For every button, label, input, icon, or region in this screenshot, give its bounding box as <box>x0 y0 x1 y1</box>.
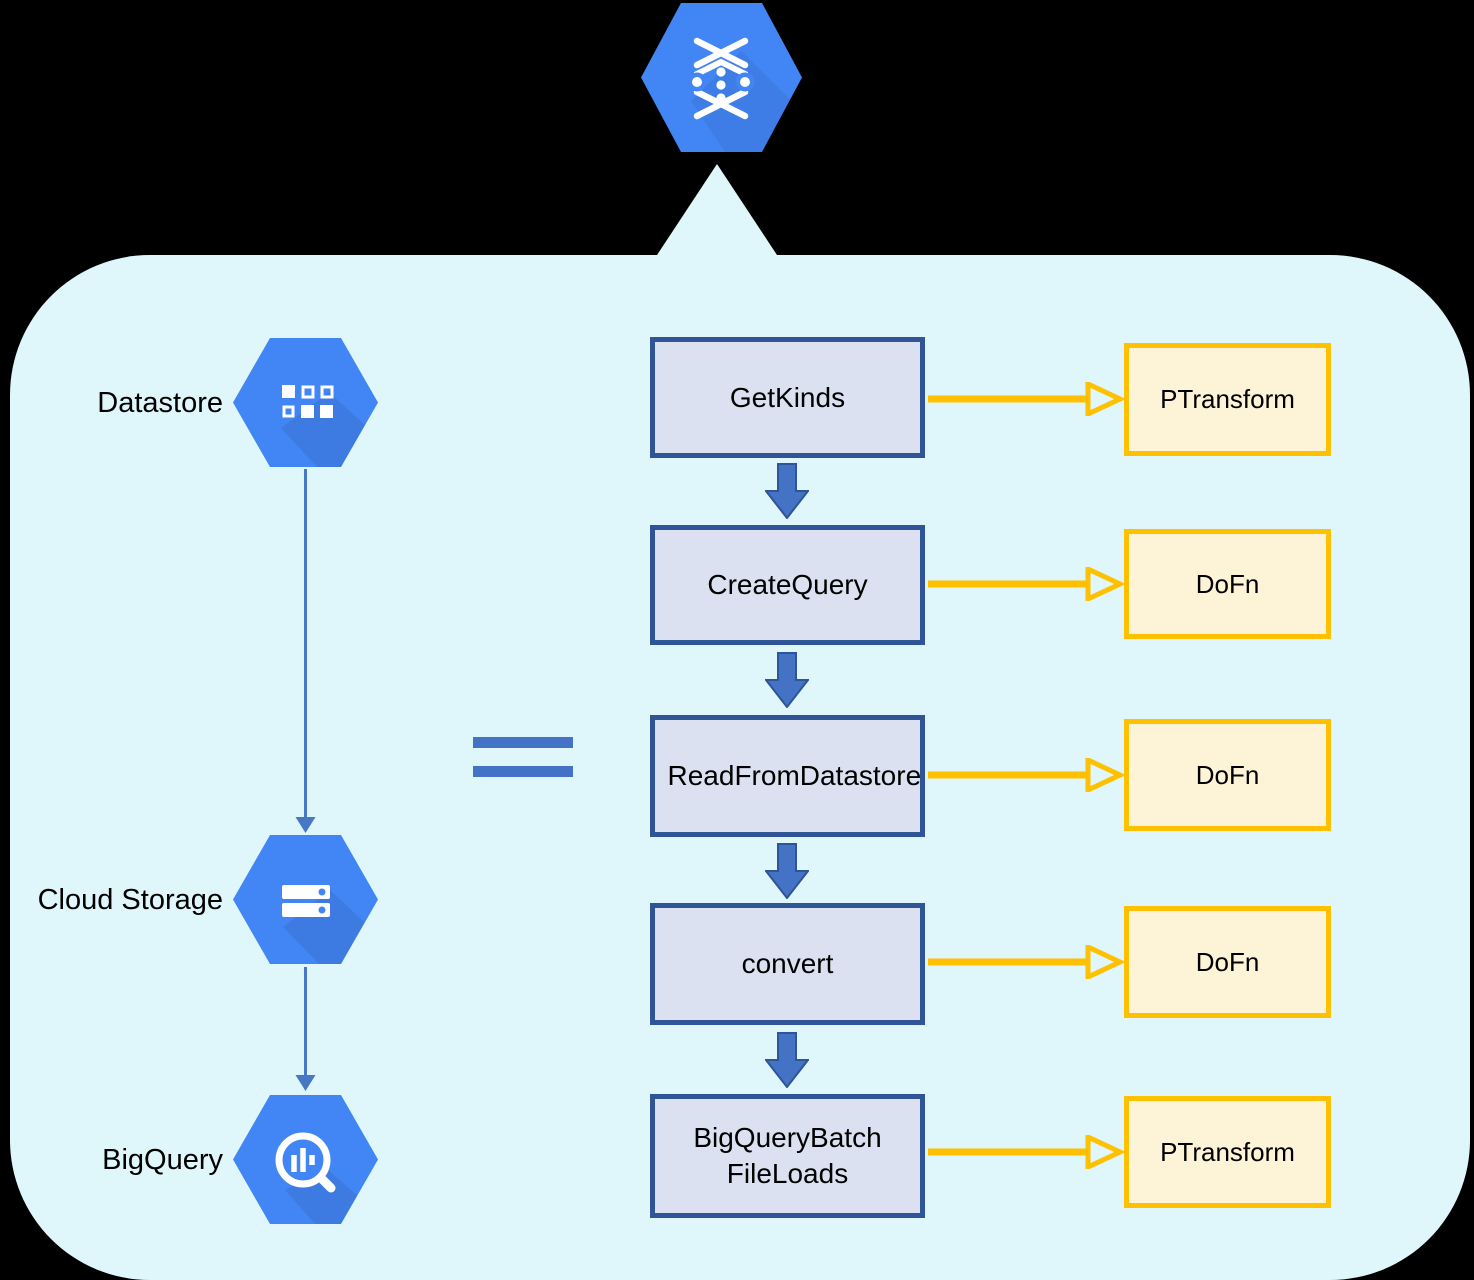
step-createquery: CreateQuery <box>650 525 925 645</box>
type-arrow-icon <box>928 758 1124 792</box>
type-dofn-2: DoFn <box>1124 719 1331 831</box>
type-ptransform-2: PTransform <box>1124 1096 1331 1208</box>
type-arrow-icon <box>928 1135 1124 1169</box>
type-label: DoFn <box>1195 946 1260 977</box>
connector-arrow-datastore-to-storage <box>295 469 316 833</box>
step-getkinds: GetKinds <box>650 337 925 458</box>
datastore-icon <box>233 338 378 467</box>
step-readfromdatastore: ReadFromDatastore <box>650 715 925 837</box>
equals-bar-bottom <box>473 766 573 777</box>
step-bigquerybatch-fileloads: BigQueryBatch FileLoads <box>650 1094 925 1218</box>
type-label: PTransform <box>1160 1136 1295 1167</box>
type-arrow-icon <box>928 945 1124 979</box>
panel-pointer-triangle <box>657 164 777 255</box>
equals-sign <box>473 737 573 777</box>
dataflow-icon <box>641 3 802 152</box>
equals-bar-top <box>473 737 573 748</box>
step-label: BigQueryBatch FileLoads <box>693 1122 882 1189</box>
block-arrow-down-icon <box>765 1032 809 1088</box>
type-dofn-3: DoFn <box>1124 906 1331 1018</box>
step-label: ReadFromDatastore <box>667 760 922 791</box>
type-arrow-icon <box>928 382 1124 416</box>
step-label: GetKinds <box>729 381 846 413</box>
type-arrow-icon <box>928 567 1124 601</box>
type-dofn-1: DoFn <box>1124 529 1331 639</box>
step-label: CreateQuery <box>707 569 868 600</box>
cloud-storage-icon <box>233 835 378 964</box>
block-arrow-down-icon <box>765 843 809 899</box>
source-label-cloud-storage: Cloud Storage <box>37 884 223 916</box>
type-ptransform-1: PTransform <box>1124 343 1331 456</box>
block-arrow-down-icon <box>765 463 809 519</box>
type-label: DoFn <box>1195 568 1260 599</box>
connector-arrow-storage-to-bigquery <box>295 967 316 1091</box>
type-label: PTransform <box>1160 384 1295 414</box>
source-label-datastore: Datastore <box>97 387 223 419</box>
step-label: convert <box>741 948 834 979</box>
type-label: DoFn <box>1195 759 1260 790</box>
bigquery-icon <box>233 1095 378 1224</box>
block-arrow-down-icon <box>765 652 809 708</box>
step-convert: convert <box>650 903 925 1025</box>
source-label-bigquery: BigQuery <box>102 1144 223 1176</box>
